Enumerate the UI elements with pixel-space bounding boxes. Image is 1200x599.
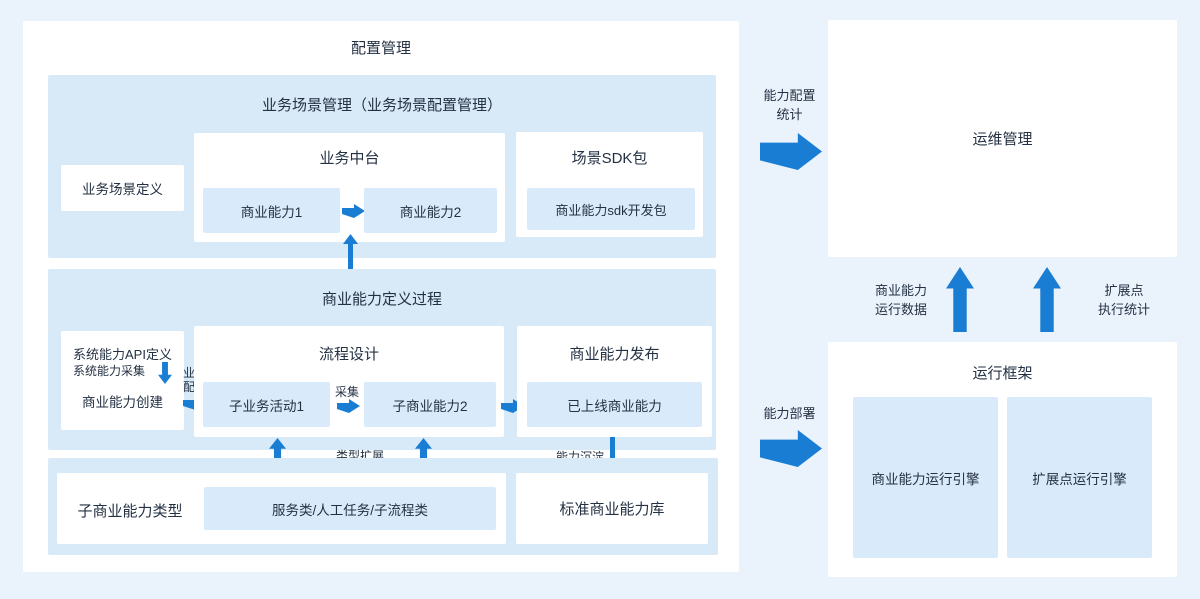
sdk-package-box: 商业能力sdk开发包 — [527, 188, 695, 230]
publish-to-library-connector — [610, 437, 615, 464]
scene-definition-box: 业务场景定义 — [61, 165, 184, 211]
capability-publish-title: 商业能力发布 — [569, 346, 660, 363]
capability-run-data-label: 商业能力 运行数据 — [865, 281, 937, 319]
publish-to-platform-arrowhead-icon — [343, 234, 358, 244]
capability-run-data-line1: 商业能力 — [874, 283, 927, 298]
extension-exec-stat-line1: 扩展点 — [1104, 283, 1144, 298]
collect-arrow-label: 采集 — [334, 385, 359, 399]
capability-config-stat-label: 能力配置 统计 — [752, 86, 827, 124]
config-management-title: 配置管理 — [350, 40, 411, 57]
sub-activity-box: 子业务活动1 — [203, 382, 330, 427]
extension-exec-stat-line2: 执行统计 — [1097, 302, 1150, 317]
standard-capability-library-box: 标准商业能力库 — [516, 473, 708, 544]
capability-run-data-line2: 运行数据 — [874, 302, 927, 317]
run-data-up-arrow-icon — [946, 267, 974, 332]
config-stat-arrow-icon — [760, 133, 822, 170]
ops-management-panel: 运维管理 — [828, 20, 1177, 257]
online-capability-box: 已上线商业能力 — [527, 382, 702, 427]
publish-to-platform-connector-vertical-left — [348, 243, 353, 277]
system-capability-collect-label: 系统能力采集 — [72, 364, 145, 378]
capability-types-box: 服务类/人工任务/子流程类 — [204, 487, 496, 530]
ext-stat-up-arrow-icon — [1033, 267, 1061, 332]
capability-definition-title: 商业能力定义过程 — [321, 291, 442, 308]
business-capability-2-box: 商业能力2 — [364, 188, 497, 233]
extension-exec-stat-label: 扩展点 执行统计 — [1088, 281, 1160, 319]
capability-config-stat-line1: 能力配置 — [763, 88, 816, 103]
sub-capability-box: 子商业能力2 — [364, 382, 496, 427]
business-capability-1-box: 商业能力1 — [203, 188, 340, 233]
capability-deploy-label: 能力部署 — [763, 406, 816, 421]
business-middle-platform-title: 业务中台 — [319, 150, 380, 167]
capability-run-engine-box: 商业能力运行引擎 — [853, 397, 998, 558]
scene-sdk-title: 场景SDK包 — [571, 150, 648, 167]
system-api-definition-label: 系统能力API定义 — [73, 347, 172, 362]
capability-create-label: 商业能力创建 — [82, 395, 163, 410]
capability-config-stat-line2: 统计 — [776, 107, 803, 122]
scene-management-title: 业务场景管理（业务场景配置管理） — [261, 97, 502, 114]
extension-run-engine-box: 扩展点运行引擎 — [1007, 397, 1152, 558]
process-design-title: 流程设计 — [318, 346, 379, 363]
runtime-framework-title: 运行框架 — [972, 365, 1033, 382]
sub-capability-type-title: 子商业能力类型 — [77, 503, 183, 520]
capability-deploy-arrow-icon — [760, 430, 822, 467]
